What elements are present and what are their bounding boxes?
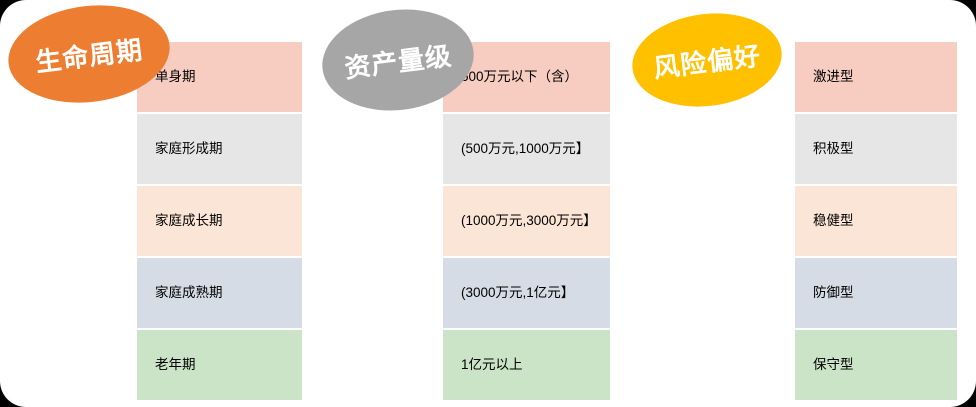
risk-cell-steady: 稳健型 [795,186,957,256]
column-asset-scale: 500万元以下（含） (500万元,1000万元】 (1000万元,3000万元… [443,42,610,402]
column-risk-preference: 激进型 积极型 稳健型 防御型 保守型 [795,42,957,402]
asset-cell-10m-30m: (1000万元,3000万元】 [443,186,610,256]
asset-cell-5m-10m: (500万元,1000万元】 [443,114,610,184]
lifecycle-cell-family-forming: 家庭形成期 [137,114,302,184]
risk-cell-active: 积极型 [795,114,957,184]
column-lifecycle: 单身期 家庭形成期 家庭成长期 家庭成熟期 老年期 [137,42,302,402]
lifecycle-cell-senior: 老年期 [137,330,302,400]
risk-cell-defensive: 防御型 [795,258,957,328]
asset-cell-30m-100m: (3000万元,1亿元】 [443,258,610,328]
asset-cell-above-100m: 1亿元以上 [443,330,610,400]
lifecycle-cell-family-mature: 家庭成熟期 [137,258,302,328]
badge-risk-preference: 风险偏好 [626,5,788,115]
lifecycle-cell-family-growing: 家庭成长期 [137,186,302,256]
risk-cell-conservative: 保守型 [795,330,957,400]
risk-cell-aggressive: 激进型 [795,42,957,112]
